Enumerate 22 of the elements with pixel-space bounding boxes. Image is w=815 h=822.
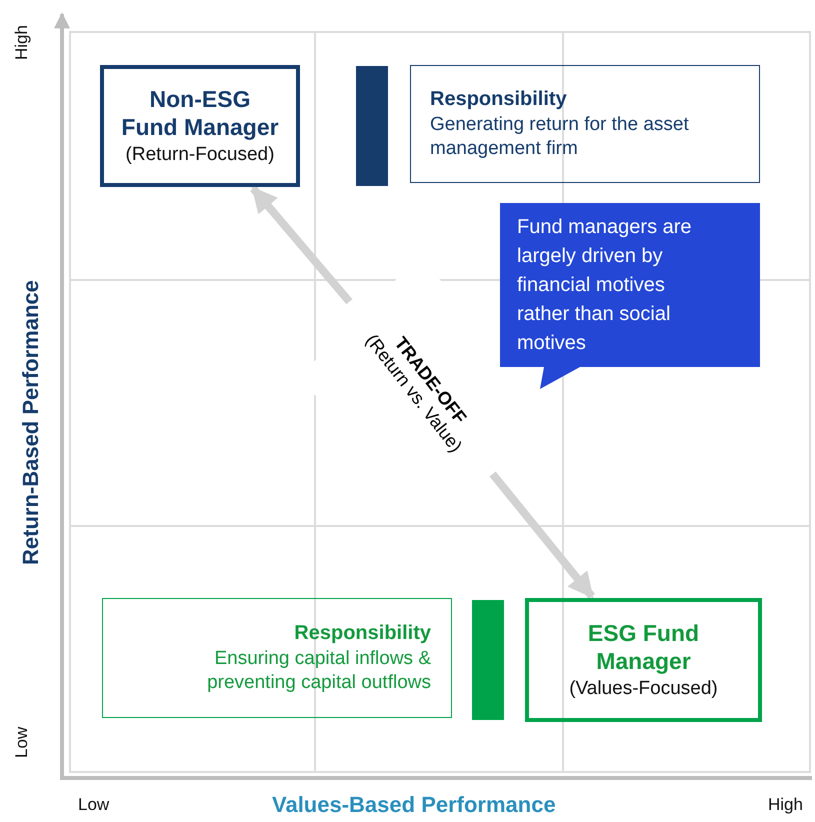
axis-title: Values-Based Performance [272, 792, 556, 818]
role-subtitle: (Return-Focused) [126, 144, 274, 166]
role-title: ESG Fund Manager [586, 620, 700, 676]
callout-text: Fund managers are largely driven by financial motives rather than social motives [517, 215, 693, 356]
axis-tick-label: High [12, 25, 32, 60]
responsibility-text: Generating return for the asset management firm [430, 112, 690, 160]
axis-tick-label: High [768, 795, 803, 815]
axis-tick-label: Low [78, 795, 110, 815]
callout-bubble [500, 203, 760, 389]
axis-title: Return-Based Performance [18, 280, 44, 565]
arrow [250, 186, 352, 304]
axis-tick-label: Low [12, 726, 32, 758]
responsibility-box [410, 65, 760, 183]
role-title: Non-ESG Fund Manager [120, 86, 280, 142]
responsibility-heading: Responsibility [430, 88, 568, 111]
responsibility-heading: Responsibility [294, 622, 431, 645]
responsibility-text: Ensuring capital inflows & preventing capital outflows [206, 646, 431, 694]
role-subtitle: (Values-Focused) [569, 678, 718, 700]
role-box [525, 598, 762, 722]
role-box [100, 65, 300, 187]
responsibility-box [102, 598, 452, 718]
arrow [490, 471, 595, 599]
